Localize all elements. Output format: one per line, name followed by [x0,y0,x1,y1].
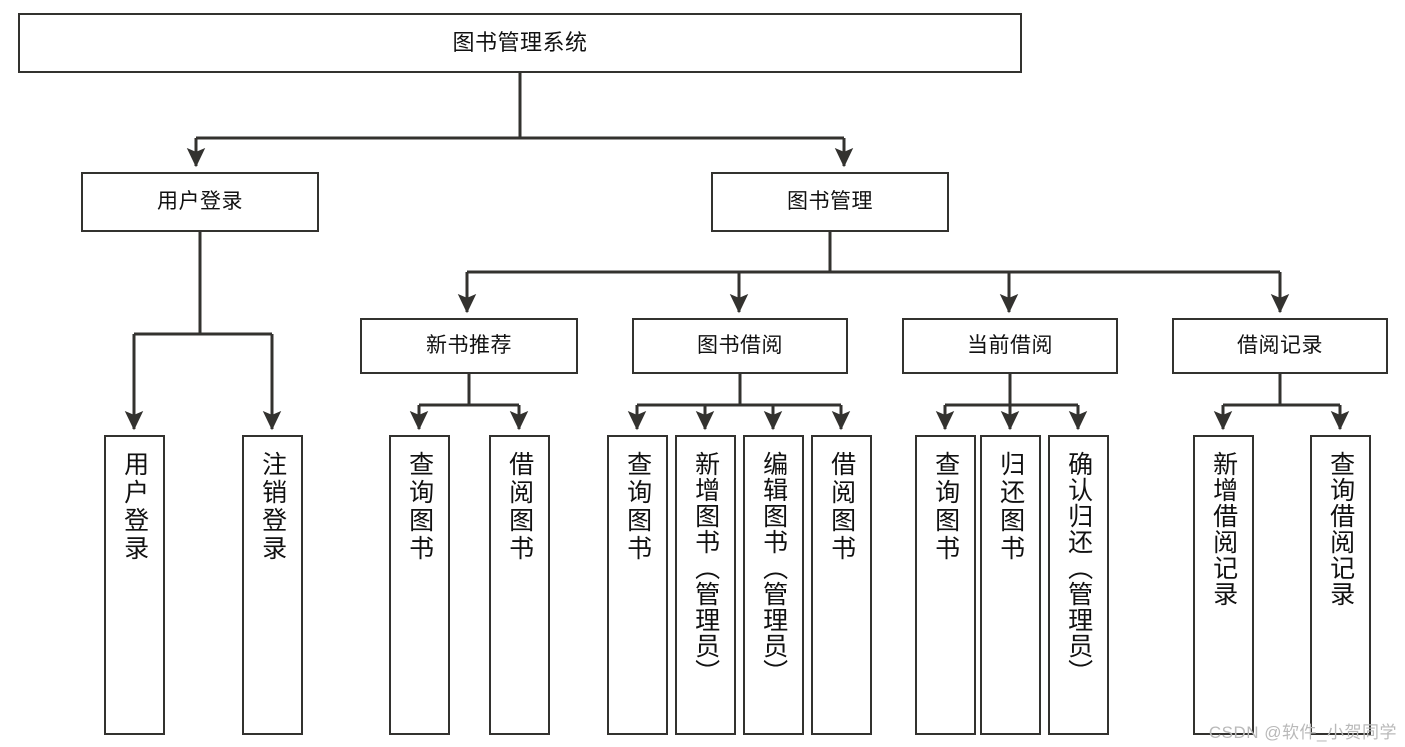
node-leaf-add-record-label: 新增借阅记录 [1209,451,1238,607]
node-leaf-return-book[interactable]: 归还图书 [980,435,1041,735]
node-book-borrow[interactable]: 图书借阅 [632,318,848,374]
node-leaf-user-login[interactable]: 用户登录 [104,435,165,735]
node-leaf-query-record[interactable]: 查询借阅记录 [1310,435,1371,735]
node-leaf-query-book-2[interactable]: 查询图书 [607,435,668,735]
node-leaf-borrow-book-2[interactable]: 借阅图书 [811,435,872,735]
node-current-borrow[interactable]: 当前借阅 [902,318,1118,374]
node-leaf-query-book-3-label: 查询图书 [931,451,960,563]
node-leaf-query-book-3[interactable]: 查询图书 [915,435,976,735]
node-leaf-borrow-book-1-label: 借阅图书 [505,451,534,563]
node-borrow-record[interactable]: 借阅记录 [1172,318,1388,374]
node-book-management-label: 图书管理 [787,189,873,213]
node-leaf-user-login-label: 用户登录 [120,451,149,563]
node-leaf-query-book-1[interactable]: 查询图书 [389,435,450,735]
node-leaf-logout-login[interactable]: 注销登录 [242,435,303,735]
node-leaf-return-book-label: 归还图书 [996,451,1025,563]
node-new-book-recommend-label: 新书推荐 [426,333,512,357]
node-leaf-borrow-book-1[interactable]: 借阅图书 [489,435,550,735]
node-borrow-record-label: 借阅记录 [1237,333,1323,357]
node-book-borrow-label: 图书借阅 [697,333,783,357]
node-root-label: 图书管理系统 [452,30,588,56]
node-leaf-edit-book[interactable]: 编辑图书（管理员） [743,435,804,735]
node-current-borrow-label: 当前借阅 [967,333,1053,357]
node-leaf-add-book-label: 新增图书（管理员） [691,451,720,685]
node-leaf-query-book-2-label: 查询图书 [623,451,652,563]
node-leaf-add-record[interactable]: 新增借阅记录 [1193,435,1254,735]
node-root[interactable]: 图书管理系统 [18,13,1022,73]
node-leaf-query-book-1-label: 查询图书 [405,451,434,563]
node-leaf-logout-login-label: 注销登录 [258,451,287,563]
node-user-login[interactable]: 用户登录 [81,172,319,232]
node-leaf-confirm-return[interactable]: 确认归还（管理员） [1048,435,1109,735]
node-leaf-borrow-book-2-label: 借阅图书 [827,451,856,563]
node-leaf-edit-book-label: 编辑图书（管理员） [759,451,788,685]
node-leaf-query-record-label: 查询借阅记录 [1326,451,1355,607]
node-leaf-confirm-return-label: 确认归还（管理员） [1064,451,1093,685]
node-new-book-recommend[interactable]: 新书推荐 [360,318,578,374]
node-user-login-label: 用户登录 [157,189,243,213]
node-leaf-add-book[interactable]: 新增图书（管理员） [675,435,736,735]
watermark-text: CSDN @软件_小贺同学 [1208,723,1397,742]
node-book-management[interactable]: 图书管理 [711,172,949,232]
